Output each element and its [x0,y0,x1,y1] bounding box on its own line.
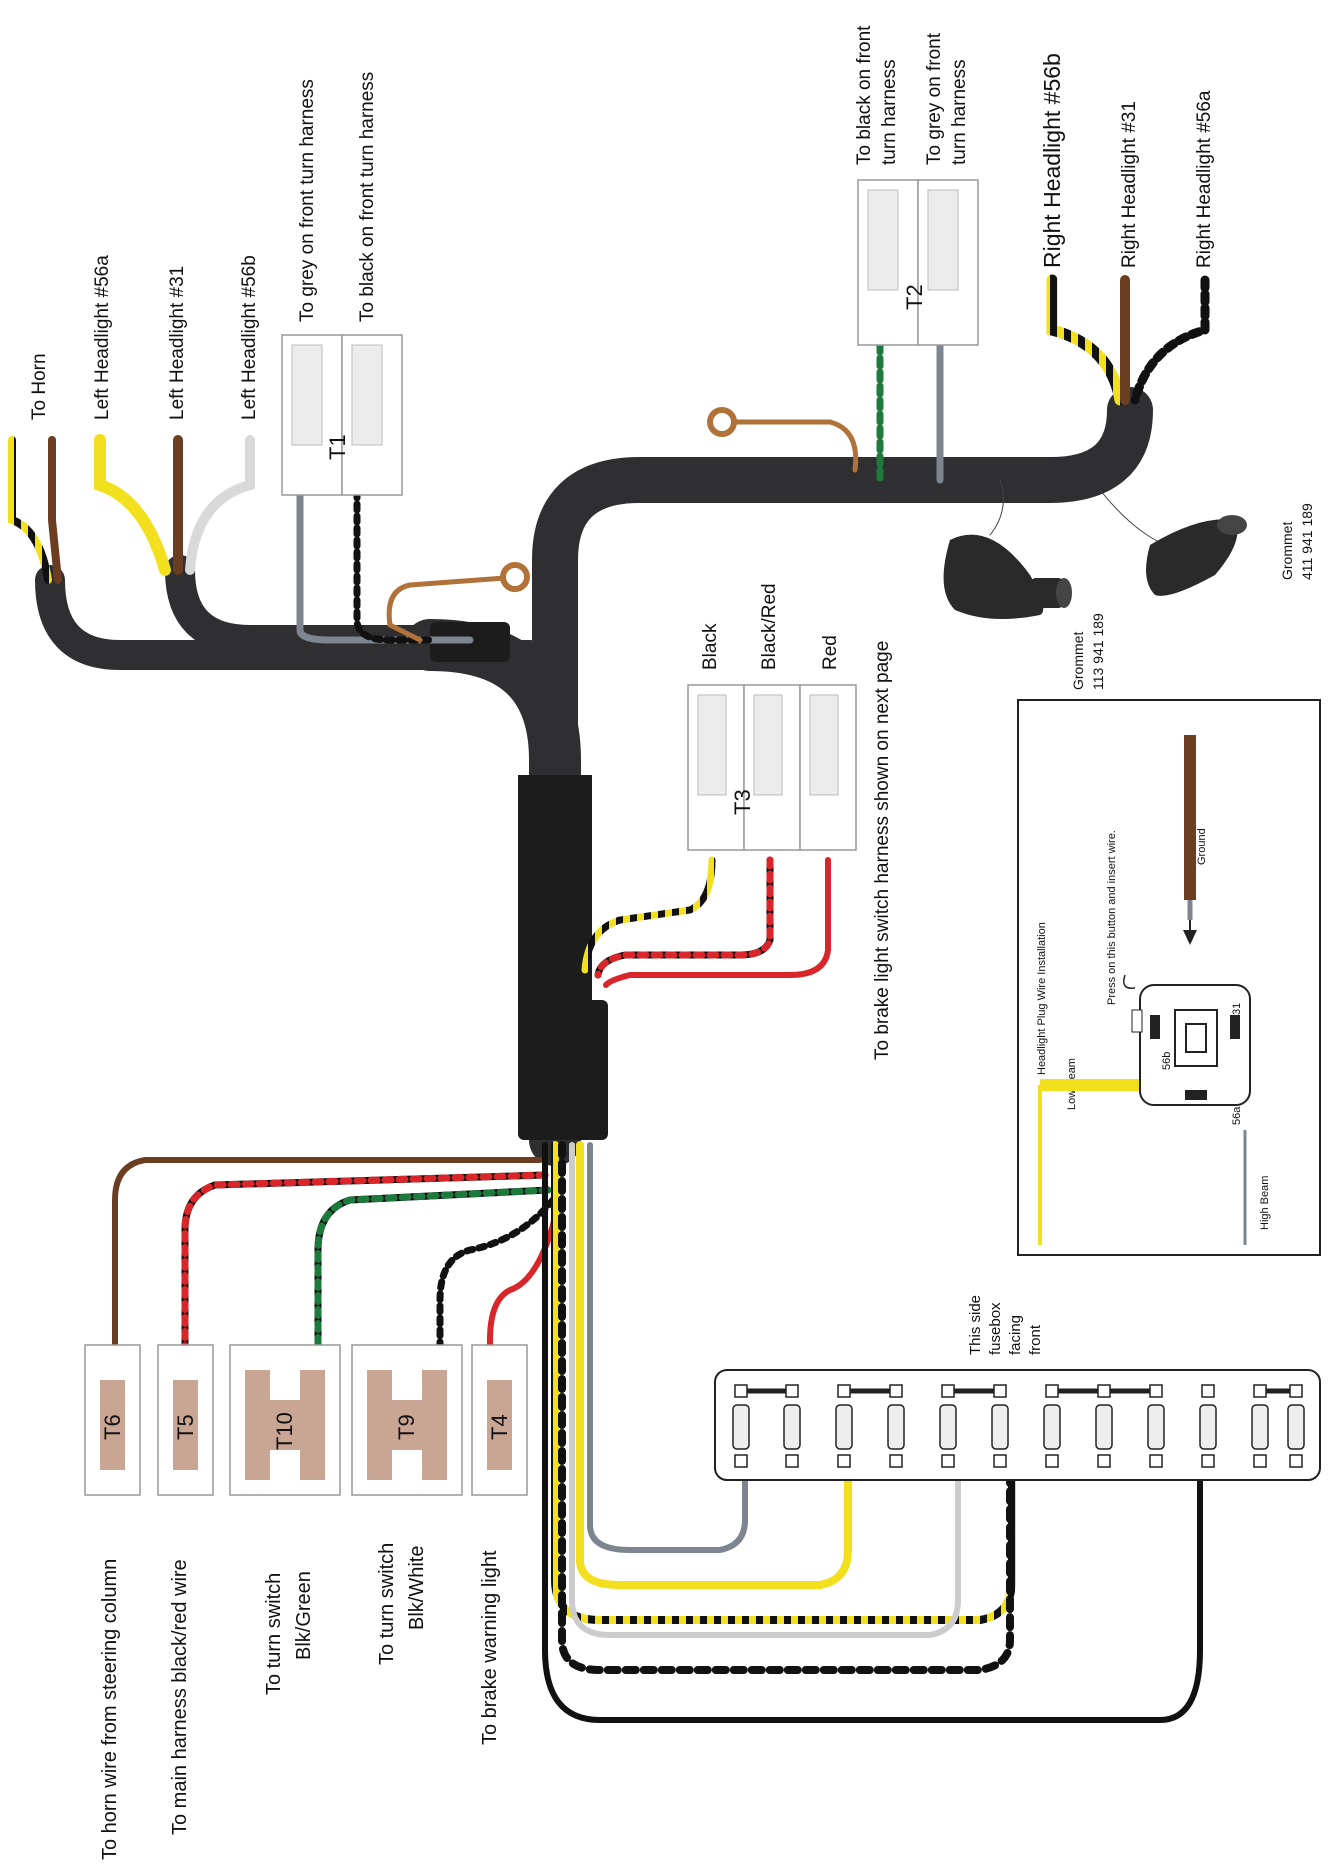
t2-label: T2 [902,284,927,310]
inset-high-beam-label: High Beam [1259,1176,1271,1230]
label-right-31: Right Headlight #31 [1119,101,1140,268]
label-fusebox-2: fusebox [987,1302,1004,1355]
label-grommet-right-1: Grommet [1279,522,1295,580]
fusebox-wires [542,1141,1203,1723]
label-to-grey-front: To grey on front turn harness [297,79,318,322]
t5-label: T5 [173,1414,198,1440]
label-turn-green-2: Blk/Green [293,1571,315,1660]
label-right-56b: Right Headlight #56b [1039,53,1065,268]
t1-label: T1 [325,434,350,460]
pin-31-label: 31 [1231,1003,1243,1015]
label-fusebox-1: This side [967,1295,984,1355]
label-to-black-front-r1: To black on front [854,25,875,165]
label-to-grey-front-r1: To grey on front [924,32,945,165]
pin-56a-label: 56a [1231,1106,1243,1125]
label-horn-wire: To horn wire from steering column [99,1559,121,1860]
label-black-red: Black/Red [759,583,780,670]
label-brake-switch: To brake light switch harness shown on n… [872,641,893,1060]
labels: To Horn Left Headlight #56a Left Headlig… [29,25,1315,1860]
label-left-31: Left Headlight #31 [167,266,188,420]
top-left-wires [8,434,530,644]
label-grommet-left-1: Grommet [1070,632,1086,690]
pin-56b-label: 56b [1161,1052,1173,1070]
label-to-grey-front-r2: turn harness [949,59,970,165]
t10-label: T10 [272,1412,297,1450]
fusebox [714,1369,1321,1481]
label-left-56b: Left Headlight #56b [239,255,260,420]
t3-label: T3 [730,789,755,815]
label-red: Red [820,635,841,670]
label-main-harness: To main harness black/red wire [169,1559,191,1835]
label-turn-white-2: Blk/White [406,1546,428,1630]
label-right-56a: Right Headlight #56a [1194,90,1215,268]
t6-label: T6 [100,1414,125,1440]
t3-wires [581,856,831,988]
main-harness [35,387,1153,1166]
t9-label: T9 [394,1414,419,1440]
connector-t6: T6 [84,1344,141,1496]
connector-t10: T10 [229,1344,341,1496]
inset-title: Headlight Plug Wire Installation [1036,922,1048,1075]
label-left-56a: Left Headlight #56a [92,255,113,420]
label-grommet-left-2: 113 941 189 [1090,613,1106,690]
label-fusebox-3: facing [1007,1315,1024,1355]
t4-label: T4 [487,1414,512,1440]
label-grommet-right-2: 411 941 189 [1299,503,1315,580]
headlight-plug-inset: Headlight Plug Wire Installation Press o… [1017,699,1321,1256]
label-turn-green-1: To turn switch [263,1573,285,1695]
connector-t2: T2 [857,179,979,346]
label-fusebox-4: front [1027,1324,1044,1355]
label-to-horn: To Horn [29,353,50,420]
label-black: Black [700,623,721,670]
label-turn-white-1: To turn switch [376,1543,398,1665]
fuse-row [732,1384,1305,1468]
connector-t1: T1 [281,334,403,496]
connector-t9: T9 [351,1344,463,1496]
bottom-left-wires [112,1157,560,1379]
inset-ground-label: Ground [1196,828,1208,865]
connector-t3: T3 [687,684,857,851]
connector-t4: T4 [471,1344,528,1496]
grommet-left-icon [943,534,1072,619]
label-brake-warning: To brake warning light [479,1550,501,1745]
label-to-black-front-r2: turn harness [879,59,900,165]
connector-t5: T5 [157,1344,214,1496]
label-to-black-front: To black on front turn harness [357,72,378,322]
grommet-right-icon [1146,515,1247,596]
inset-press-text: Press on this button and insert wire. [1106,830,1118,1005]
